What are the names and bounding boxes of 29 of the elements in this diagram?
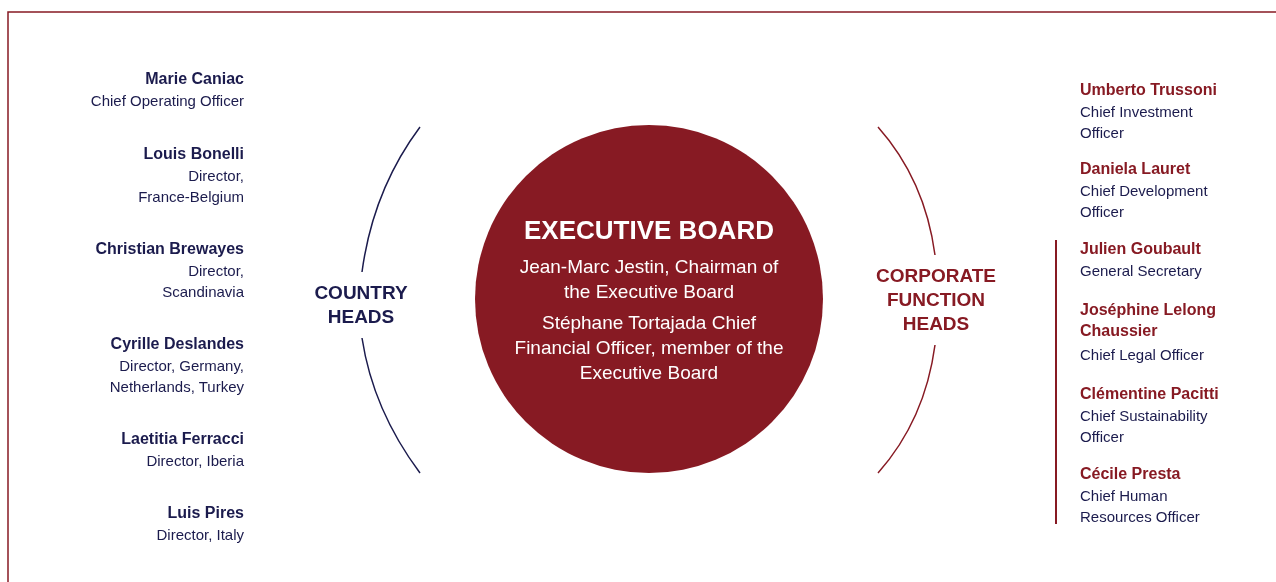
person-name: Clémentine Pacitti — [1080, 384, 1219, 404]
person-name: Umberto Trussoni — [1080, 80, 1217, 100]
job-title: Director, Scandinavia — [161, 261, 244, 302]
person-name: Cyrille Deslandes — [110, 334, 244, 354]
person-name: Joséphine Lelong Chaussier — [1080, 300, 1217, 341]
job-title: Director, Germany, Netherlands, Turkey — [108, 356, 244, 397]
job-title: Chief Sustainability Officer — [1080, 406, 1209, 447]
person-name: Christian Brewayes — [95, 239, 244, 259]
person-name: Daniela Lauret — [1080, 159, 1191, 179]
job-title: Director, Iberia — [146, 451, 244, 471]
job-title: Chief Legal Officer — [1080, 345, 1204, 365]
group-heading: COUNTRY HEADS — [313, 281, 409, 329]
job-title: Director, France-Belgium — [137, 166, 244, 207]
job-title: Chief Operating Officer — [90, 91, 244, 111]
job-title: Director, Italy — [156, 525, 244, 545]
circle-text: Jean-Marc Jestin, Chairman of the Executive Board — [518, 254, 780, 304]
person-name: Julien Goubault — [1080, 239, 1201, 259]
person-name: Laetitia Ferracci — [121, 429, 244, 449]
job-title: Chief Investment Officer — [1080, 102, 1194, 143]
circle-title: EXECUTIVE BOARD — [523, 213, 775, 246]
person-name: Cécile Presta — [1080, 464, 1181, 484]
job-title: General Secretary — [1080, 261, 1202, 281]
job-title: Chief Development Officer — [1080, 181, 1209, 222]
job-title: Chief Human Resources Officer — [1080, 486, 1201, 527]
person-name: Louis Bonelli — [143, 144, 244, 164]
person-name: Luis Pires — [167, 503, 244, 523]
person-name: Marie Caniac — [145, 69, 244, 89]
group-heading: CORPORATE FUNCTION HEADS — [875, 264, 997, 336]
circle-text: Stéphane Tortajada Chief Financial Officer, member of the Executive Board — [514, 310, 784, 385]
